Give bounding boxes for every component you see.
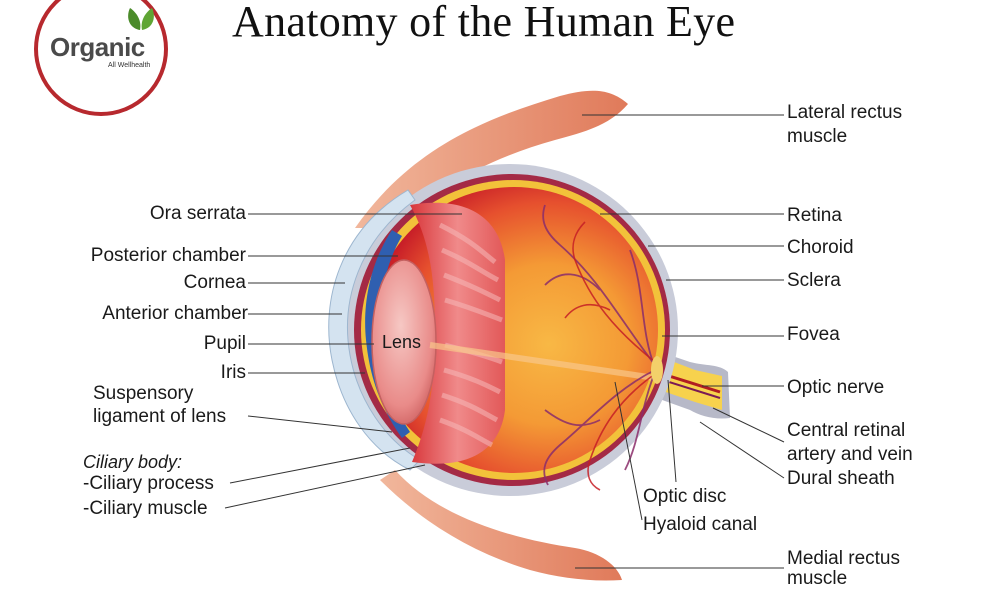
label-cornea: Cornea (183, 272, 246, 293)
label-medial-rectus-line1: Medial rectus (787, 548, 900, 569)
logo: Organic All Wellhealth (34, 0, 168, 116)
label-anterior-chamber: Anterior chamber (102, 303, 248, 324)
label-retina: Retina (787, 205, 842, 226)
page-title: Anatomy of the Human Eye (232, 0, 736, 46)
retinal-vessels (542, 204, 656, 486)
logo-tagline: All Wellhealth (108, 62, 151, 69)
logo-wordmark: Organic (50, 32, 145, 62)
label-suspensory-line1: Suspensory (93, 383, 194, 404)
cornea (328, 189, 421, 471)
label-ciliary-body: Ciliary body: (83, 452, 183, 472)
label-suspensory-line2: ligament of lens (93, 406, 227, 427)
label-lateral-rectus-line1: Lateral rectus (787, 102, 903, 123)
leader-lines (224, 114, 785, 569)
lens (371, 259, 437, 425)
leaf-icon (128, 8, 154, 30)
label-central-retinal-line1: Central retinal (787, 420, 906, 441)
label-lateral-rectus-line2: muscle (787, 126, 848, 147)
label-pupil: Pupil (203, 333, 246, 354)
label-ora-serrata: Ora serrata (149, 203, 246, 224)
label-fovea: Fovea (787, 324, 840, 345)
label-sclera: Sclera (787, 270, 841, 291)
label-dural-sheath: Dural sheath (787, 468, 895, 489)
label-choroid: Choroid (787, 237, 854, 258)
label-lens: Lens (382, 332, 422, 352)
optic-disc (651, 356, 663, 384)
label-iris: Iris (220, 362, 246, 383)
label-optic-disc: Optic disc (643, 486, 727, 507)
label-optic-nerve: Optic nerve (787, 377, 885, 398)
label-posterior-chamber: Posterior chamber (90, 245, 246, 266)
label-ciliary-process: -Ciliary process (83, 473, 214, 494)
hyaloid-canal (429, 342, 656, 381)
medial-rectus-muscle (380, 470, 622, 581)
label-hyaloid-canal: Hyaloid canal (643, 514, 758, 535)
label-medial-rectus-line2: muscle (787, 568, 848, 589)
label-central-retinal-line2: artery and vein (787, 444, 913, 465)
label-ciliary-muscle: -Ciliary muscle (83, 498, 208, 519)
